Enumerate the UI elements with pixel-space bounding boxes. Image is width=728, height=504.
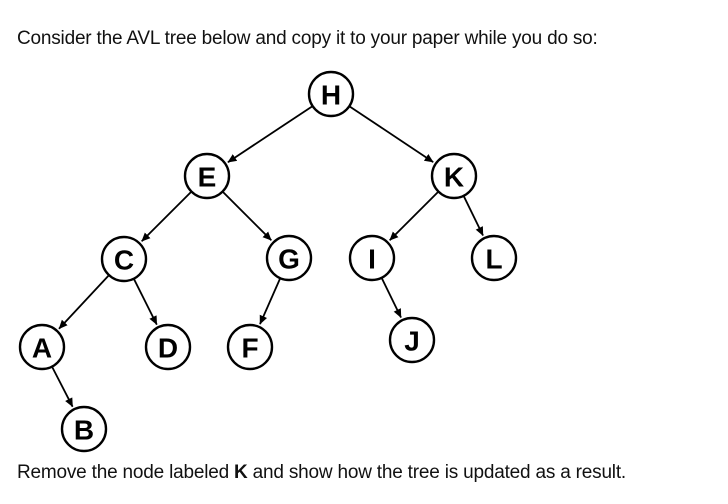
tree-node-circle-K xyxy=(430,152,478,200)
tree-node-label-I: I xyxy=(368,244,376,275)
tree-node-circle-F xyxy=(226,323,274,371)
tree-edge-G-F xyxy=(259,277,282,325)
tree-node-circle-J xyxy=(388,316,436,364)
tree-node-circle-G xyxy=(265,234,313,282)
tree-node-G: G xyxy=(265,234,313,282)
instruction-bottom: Remove the node labeled K and show how t… xyxy=(17,461,626,484)
tree-node-C: C xyxy=(100,235,148,283)
tree-node-A: A xyxy=(18,323,66,371)
tree-edge-A-B xyxy=(51,366,74,408)
tree-edge-E-C xyxy=(141,190,193,242)
tree-edge-H-E xyxy=(227,105,314,163)
tree-node-I: I xyxy=(348,234,396,282)
tree-node-D: D xyxy=(144,323,192,371)
tree-node-label-E: E xyxy=(198,162,217,193)
tree-edge-K-L xyxy=(462,195,484,236)
tree-node-B: B xyxy=(60,405,108,453)
instruction-top: Consider the AVL tree below and copy it … xyxy=(17,28,598,49)
tree-node-circle-B xyxy=(60,405,108,453)
tree-node-label-K: K xyxy=(444,162,464,193)
tree-node-circle-L xyxy=(470,234,518,282)
tree-node-label-B: B xyxy=(74,415,94,446)
tree-node-L: L xyxy=(470,234,518,282)
instruction-bottom-prefix: Remove the node labeled xyxy=(17,462,235,483)
tree-node-circle-H xyxy=(307,70,355,118)
tree-node-circle-D xyxy=(144,323,192,371)
tree-node-label-F: F xyxy=(241,333,258,364)
tree-edge-C-D xyxy=(132,278,158,326)
tree-node-label-A: A xyxy=(32,333,52,364)
tree-node-H: H xyxy=(307,70,355,118)
tree-node-label-C: C xyxy=(114,245,134,276)
tree-node-label-H: H xyxy=(321,80,341,111)
tree-edge-H-K xyxy=(348,105,434,163)
tree-node-label-J: J xyxy=(404,326,420,357)
instruction-bottom-bold-k: K xyxy=(234,462,248,483)
tree-node-circle-A xyxy=(18,323,66,371)
tree-node-F: F xyxy=(226,323,274,371)
tree-edge-E-G xyxy=(221,190,272,241)
tree-node-circle-E xyxy=(183,152,231,200)
tree-node-circle-C xyxy=(100,235,148,283)
tree-node-label-L: L xyxy=(485,244,502,275)
tree-nodes: H E K C G I L A D F J B xyxy=(18,70,518,453)
tree-node-label-G: G xyxy=(278,244,300,275)
tree-node-K: K xyxy=(430,152,478,200)
tree-edge-K-I xyxy=(389,190,440,241)
instruction-bottom-suffix: and show how the tree is updated as a re… xyxy=(247,462,627,483)
tree-node-J: J xyxy=(388,316,436,364)
tree-edge-I-J xyxy=(380,277,402,318)
tree-node-E: E xyxy=(183,152,231,200)
tree-node-circle-I xyxy=(348,234,396,282)
tree-node-label-D: D xyxy=(158,333,178,364)
tree-edge-C-A xyxy=(58,274,110,330)
tree-edges xyxy=(51,105,484,408)
